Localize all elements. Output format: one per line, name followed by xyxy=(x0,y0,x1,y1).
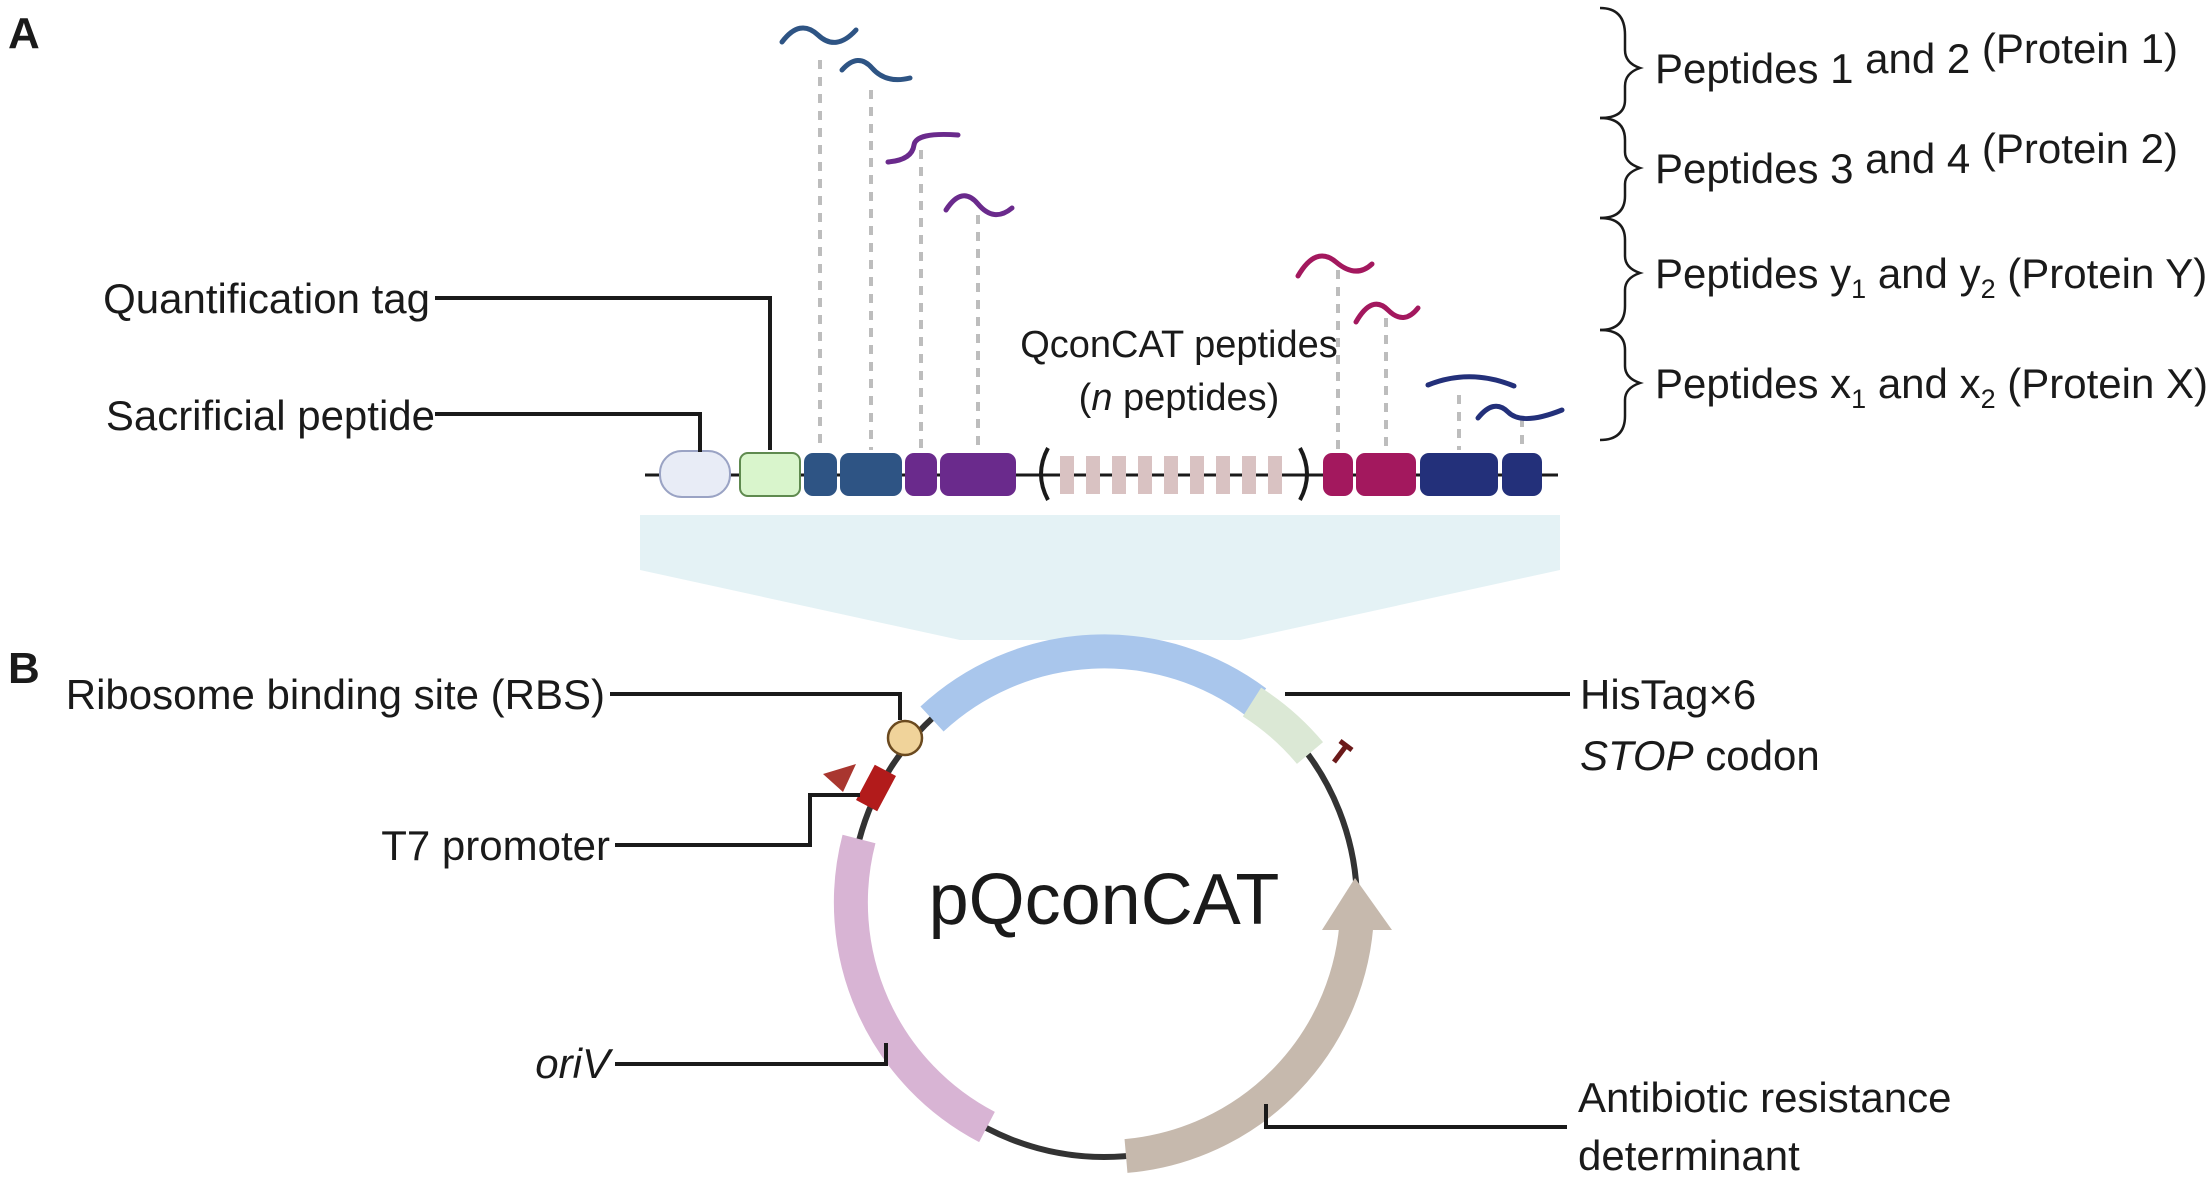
histag-arc xyxy=(1242,687,1324,765)
peptide-4-block xyxy=(940,453,1016,496)
sacrificial-peptide-leader xyxy=(435,412,702,452)
qconcat-peptides-bracket xyxy=(1039,447,1309,501)
peptide-group-label-protein-1: Peptides 1 and 2 (Protein 1) xyxy=(1655,25,2178,92)
t7-promoter-label: T7 promoter xyxy=(381,822,610,869)
oriv-arc xyxy=(833,834,995,1143)
t7-promoter-symbol xyxy=(823,764,896,812)
peptide-group-label-protein-y: Peptides y1 and y2 (Protein Y) xyxy=(1655,250,2207,304)
peptide-2-block xyxy=(840,453,902,496)
rbs-leader xyxy=(610,692,902,720)
free-peptide-x1 xyxy=(1425,374,1517,389)
peptide-y2-block xyxy=(1356,453,1416,496)
stop-codon-symbol xyxy=(1332,739,1354,764)
antibiotic-resistance-leader xyxy=(1264,1104,1567,1129)
free-peptide-1 xyxy=(779,25,859,45)
sacrificial-peptide-label: Sacrificial peptide xyxy=(106,392,435,439)
free-peptides xyxy=(779,25,1565,421)
rbs-label: Ribosome binding site (RBS) xyxy=(66,671,605,718)
panel-b-letter: B xyxy=(8,644,40,693)
quantification-tag-label: Quantification tag xyxy=(103,275,430,322)
stop-codon-label: STOP codon xyxy=(1580,732,1820,779)
antibiotic-resistance-label-line1: Antibiotic resistance xyxy=(1578,1074,1952,1121)
free-peptide-y1 xyxy=(1295,253,1375,279)
projection-shape xyxy=(640,515,1560,640)
sacrificial-peptide-block xyxy=(659,450,731,498)
peptide-x2-block xyxy=(1502,453,1542,496)
antibiotic-resistance-arc xyxy=(1124,914,1374,1173)
free-peptide-2 xyxy=(839,58,913,83)
qconcat-label-line2: (n peptides) xyxy=(1079,377,1280,419)
free-peptide-x2 xyxy=(1475,403,1565,421)
t7-promoter-leader xyxy=(615,793,860,847)
free-peptide-4 xyxy=(943,193,1015,217)
histag-label: HisTag×6 xyxy=(1580,671,1756,718)
free-peptide-y2 xyxy=(1353,301,1421,325)
peptide-1-block xyxy=(804,453,837,496)
quantification-tag-block xyxy=(739,452,801,497)
quantification-tag-leader xyxy=(435,296,772,450)
peptide-3-block xyxy=(905,453,937,496)
oriv-leader xyxy=(615,1043,888,1066)
oriv-label: oriV xyxy=(535,1040,614,1087)
plasmid-name: pQconCAT xyxy=(929,860,1280,940)
qconcat-label-line1: QconCAT peptides xyxy=(1020,324,1338,366)
antibiotic-resistance-label-line2: determinant xyxy=(1578,1132,1800,1179)
peptide-group-label-protein-x: Peptides x1 and x2 (Protein X) xyxy=(1655,360,2208,414)
peptide-x1-block xyxy=(1420,453,1498,496)
panel-a-letter: A xyxy=(8,9,40,58)
free-peptide-3 xyxy=(885,132,961,165)
peptide-group-label-protein-2: Peptides 3 and 4 (Protein 2) xyxy=(1655,125,2178,192)
antibiotic-resistance-arrowhead xyxy=(1322,878,1392,930)
peptide-group-braces xyxy=(1599,6,1644,442)
insert-arc xyxy=(920,634,1267,732)
rbs-symbol xyxy=(886,719,924,757)
peptide-y1-block xyxy=(1323,453,1353,496)
peptide-drop-lines xyxy=(818,60,1524,450)
